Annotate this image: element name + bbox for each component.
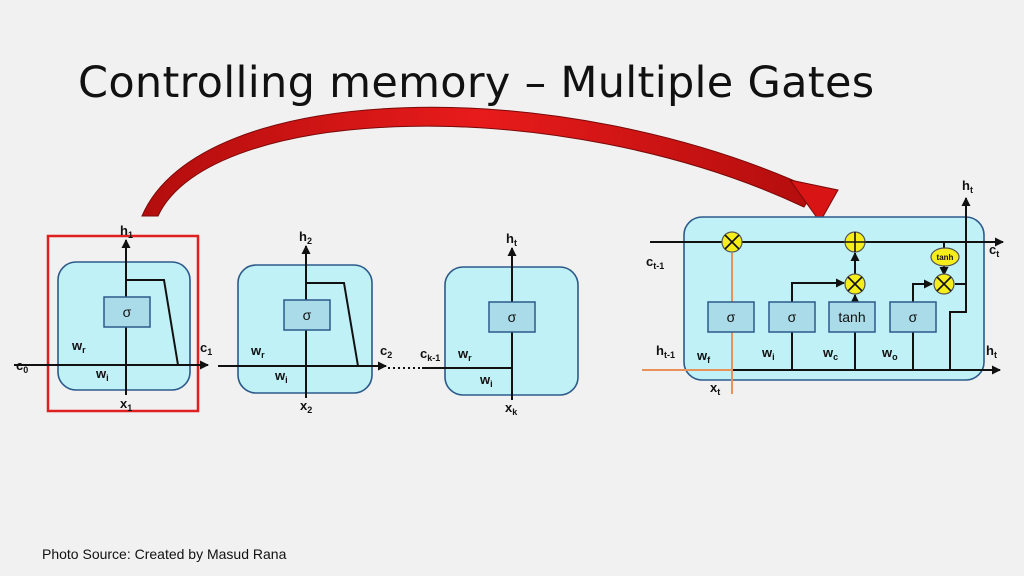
photo-source-credit: Photo Source: Created by Masud Rana bbox=[42, 546, 287, 562]
svg-text:wr: wr bbox=[250, 343, 265, 360]
candidate-gate-label: tanh bbox=[838, 309, 865, 325]
svg-text:wf: wf bbox=[696, 348, 711, 365]
rnn-cell-2: σ h2 x2 c2 wr wi bbox=[218, 229, 392, 415]
input-gate bbox=[768, 301, 816, 333]
multiply-op-forget bbox=[721, 231, 743, 253]
svg-text:wr: wr bbox=[457, 346, 472, 363]
svg-text:c1: c1 bbox=[200, 340, 212, 357]
sigma-gate bbox=[488, 301, 536, 333]
svg-text:x1: x1 bbox=[120, 396, 132, 413]
output-gate bbox=[889, 301, 937, 333]
svg-text:ht: ht bbox=[986, 343, 997, 360]
svg-text:wr: wr bbox=[71, 338, 86, 355]
lstm-cell: σ σ tanh σ tanh bbox=[642, 178, 1004, 397]
svg-text:ct: ct bbox=[989, 242, 999, 259]
tanh-op: tanh bbox=[930, 247, 960, 267]
sigma-gate bbox=[103, 296, 151, 328]
svg-text:ht: ht bbox=[506, 231, 517, 248]
slide-title: Controlling memory – Multiple Gates bbox=[78, 58, 875, 108]
candidate-gate bbox=[828, 301, 876, 333]
forget-gate-label: σ bbox=[727, 309, 736, 325]
add-op bbox=[844, 231, 866, 253]
svg-text:wi: wi bbox=[761, 345, 775, 362]
svg-text:xt: xt bbox=[710, 380, 720, 397]
svg-text:ck-1: ck-1 bbox=[420, 346, 440, 363]
rnn-cell-1: σ h1 x1 c0 c1 wr wi bbox=[14, 223, 212, 413]
svg-text:x2: x2 bbox=[300, 398, 312, 415]
forget-gate bbox=[707, 301, 755, 333]
svg-text:h2: h2 bbox=[299, 229, 312, 246]
gate-label: σ bbox=[123, 304, 132, 320]
svg-text:ct-1: ct-1 bbox=[646, 254, 664, 271]
svg-text:c2: c2 bbox=[380, 343, 392, 360]
curved-red-arrow bbox=[141, 106, 839, 223]
gate-label: σ bbox=[508, 309, 517, 325]
svg-text:ht-1: ht-1 bbox=[656, 343, 675, 360]
tanh-op-label: tanh bbox=[937, 253, 954, 262]
output-gate-label: σ bbox=[909, 309, 918, 325]
svg-text:wi: wi bbox=[95, 366, 109, 383]
svg-text:c0: c0 bbox=[16, 358, 28, 375]
svg-text:wc: wc bbox=[822, 345, 838, 362]
svg-text:xk: xk bbox=[505, 400, 518, 417]
sigma-gate bbox=[283, 299, 331, 331]
rnn-cell-k: σ ht xk ck-1 wr wi bbox=[420, 231, 579, 417]
svg-text:wo: wo bbox=[881, 345, 898, 362]
gate-label: σ bbox=[303, 307, 312, 323]
multiply-op-input bbox=[844, 273, 866, 295]
highlight-frame bbox=[46, 234, 200, 413]
multiply-op-output bbox=[933, 273, 955, 295]
svg-text:ht: ht bbox=[962, 178, 973, 195]
svg-text:wi: wi bbox=[479, 372, 493, 389]
input-gate-label: σ bbox=[788, 309, 797, 325]
svg-text:wi: wi bbox=[274, 368, 288, 385]
svg-text:h1: h1 bbox=[120, 223, 133, 240]
lstm-box bbox=[683, 216, 985, 381]
